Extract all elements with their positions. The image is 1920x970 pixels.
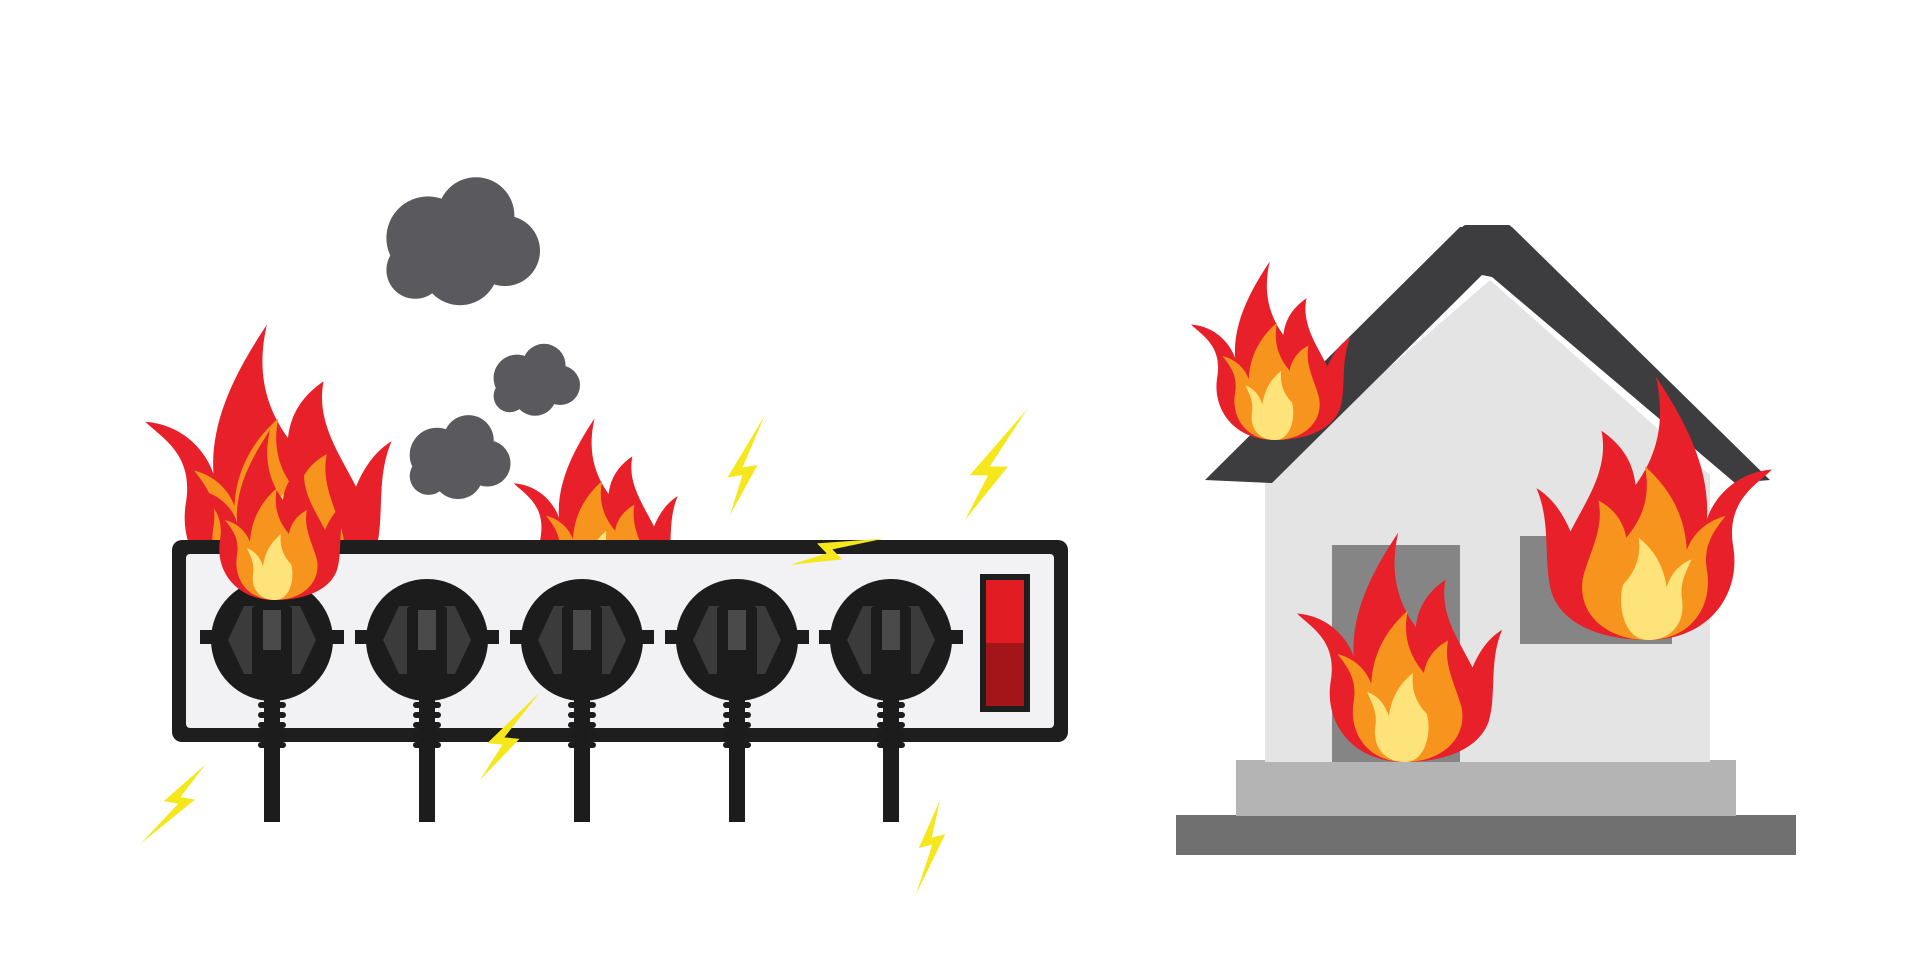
- house-icon: [1176, 225, 1796, 855]
- plug-cable: [883, 700, 899, 822]
- plug-icon: [200, 579, 344, 822]
- cable-coil: [877, 742, 905, 748]
- plug-grip-highlight: [882, 610, 900, 650]
- spark-icon: [907, 799, 951, 895]
- cable-coil: [568, 732, 596, 738]
- cable-coil: [568, 712, 596, 718]
- smoke-cloud-icon: [386, 177, 540, 306]
- cable-coil: [258, 722, 286, 728]
- cable-coil: [877, 702, 905, 708]
- plug-grip-highlight: [263, 610, 281, 650]
- smoke-puff: [386, 241, 444, 299]
- cable-coil: [723, 712, 751, 718]
- spark-icon: [140, 753, 208, 857]
- lightning-bolt-icon: [727, 415, 765, 515]
- cable-coil: [258, 712, 286, 718]
- plug-grip-highlight: [418, 610, 436, 650]
- plug-icon: [819, 579, 963, 822]
- cable-coil: [413, 702, 441, 708]
- cable-coil: [568, 702, 596, 708]
- cable-coil: [723, 742, 751, 748]
- smoke-puff: [493, 379, 526, 413]
- cable-coil: [413, 712, 441, 718]
- smoke-cloud-icon: [493, 343, 580, 416]
- cable-coil: [568, 742, 596, 748]
- cable-coil: [723, 722, 751, 728]
- cable-coil: [723, 702, 751, 708]
- cable-coil: [877, 712, 905, 718]
- switch-bottom: [986, 643, 1024, 706]
- cable-coil: [258, 702, 286, 708]
- plug-icon: [510, 579, 654, 822]
- cable-coil: [258, 742, 286, 748]
- plug-cable: [574, 700, 590, 822]
- smoke-puff: [513, 372, 557, 416]
- smoke-puff: [421, 228, 499, 306]
- lightning-bolt-icon: [140, 753, 208, 857]
- cable-coil: [413, 722, 441, 728]
- cable-coil: [723, 732, 751, 738]
- cable-coil: [413, 732, 441, 738]
- cable-coil: [877, 722, 905, 728]
- cable-coil: [568, 722, 596, 728]
- smoke-puff: [409, 457, 448, 495]
- lightning-bolt-icon: [907, 799, 951, 895]
- plug-icon: [355, 579, 499, 822]
- house-roof: [1205, 227, 1770, 483]
- plug-grip-highlight: [573, 610, 591, 650]
- lightning-bolt-icon: [962, 401, 1028, 528]
- plug-cable: [729, 700, 745, 822]
- house-step-lower: [1176, 815, 1796, 855]
- switch-top: [986, 580, 1024, 643]
- power-strip-icon: [145, 324, 1068, 822]
- smoke-cloud-icon: [409, 415, 511, 500]
- roof-ridge: [1462, 225, 1512, 235]
- plug-icon: [665, 579, 809, 822]
- cable-coil: [413, 742, 441, 748]
- cable-coil: [877, 732, 905, 738]
- house-step-upper: [1236, 760, 1736, 816]
- cable-coil: [258, 732, 286, 738]
- spark-icon: [962, 401, 1028, 528]
- roof-flame-icon: [1191, 261, 1351, 440]
- plug-cable: [419, 700, 435, 822]
- plug-cable: [264, 700, 280, 822]
- smoke-puff: [432, 448, 484, 500]
- spark-icon: [727, 415, 765, 515]
- plug-grip-highlight: [728, 610, 746, 650]
